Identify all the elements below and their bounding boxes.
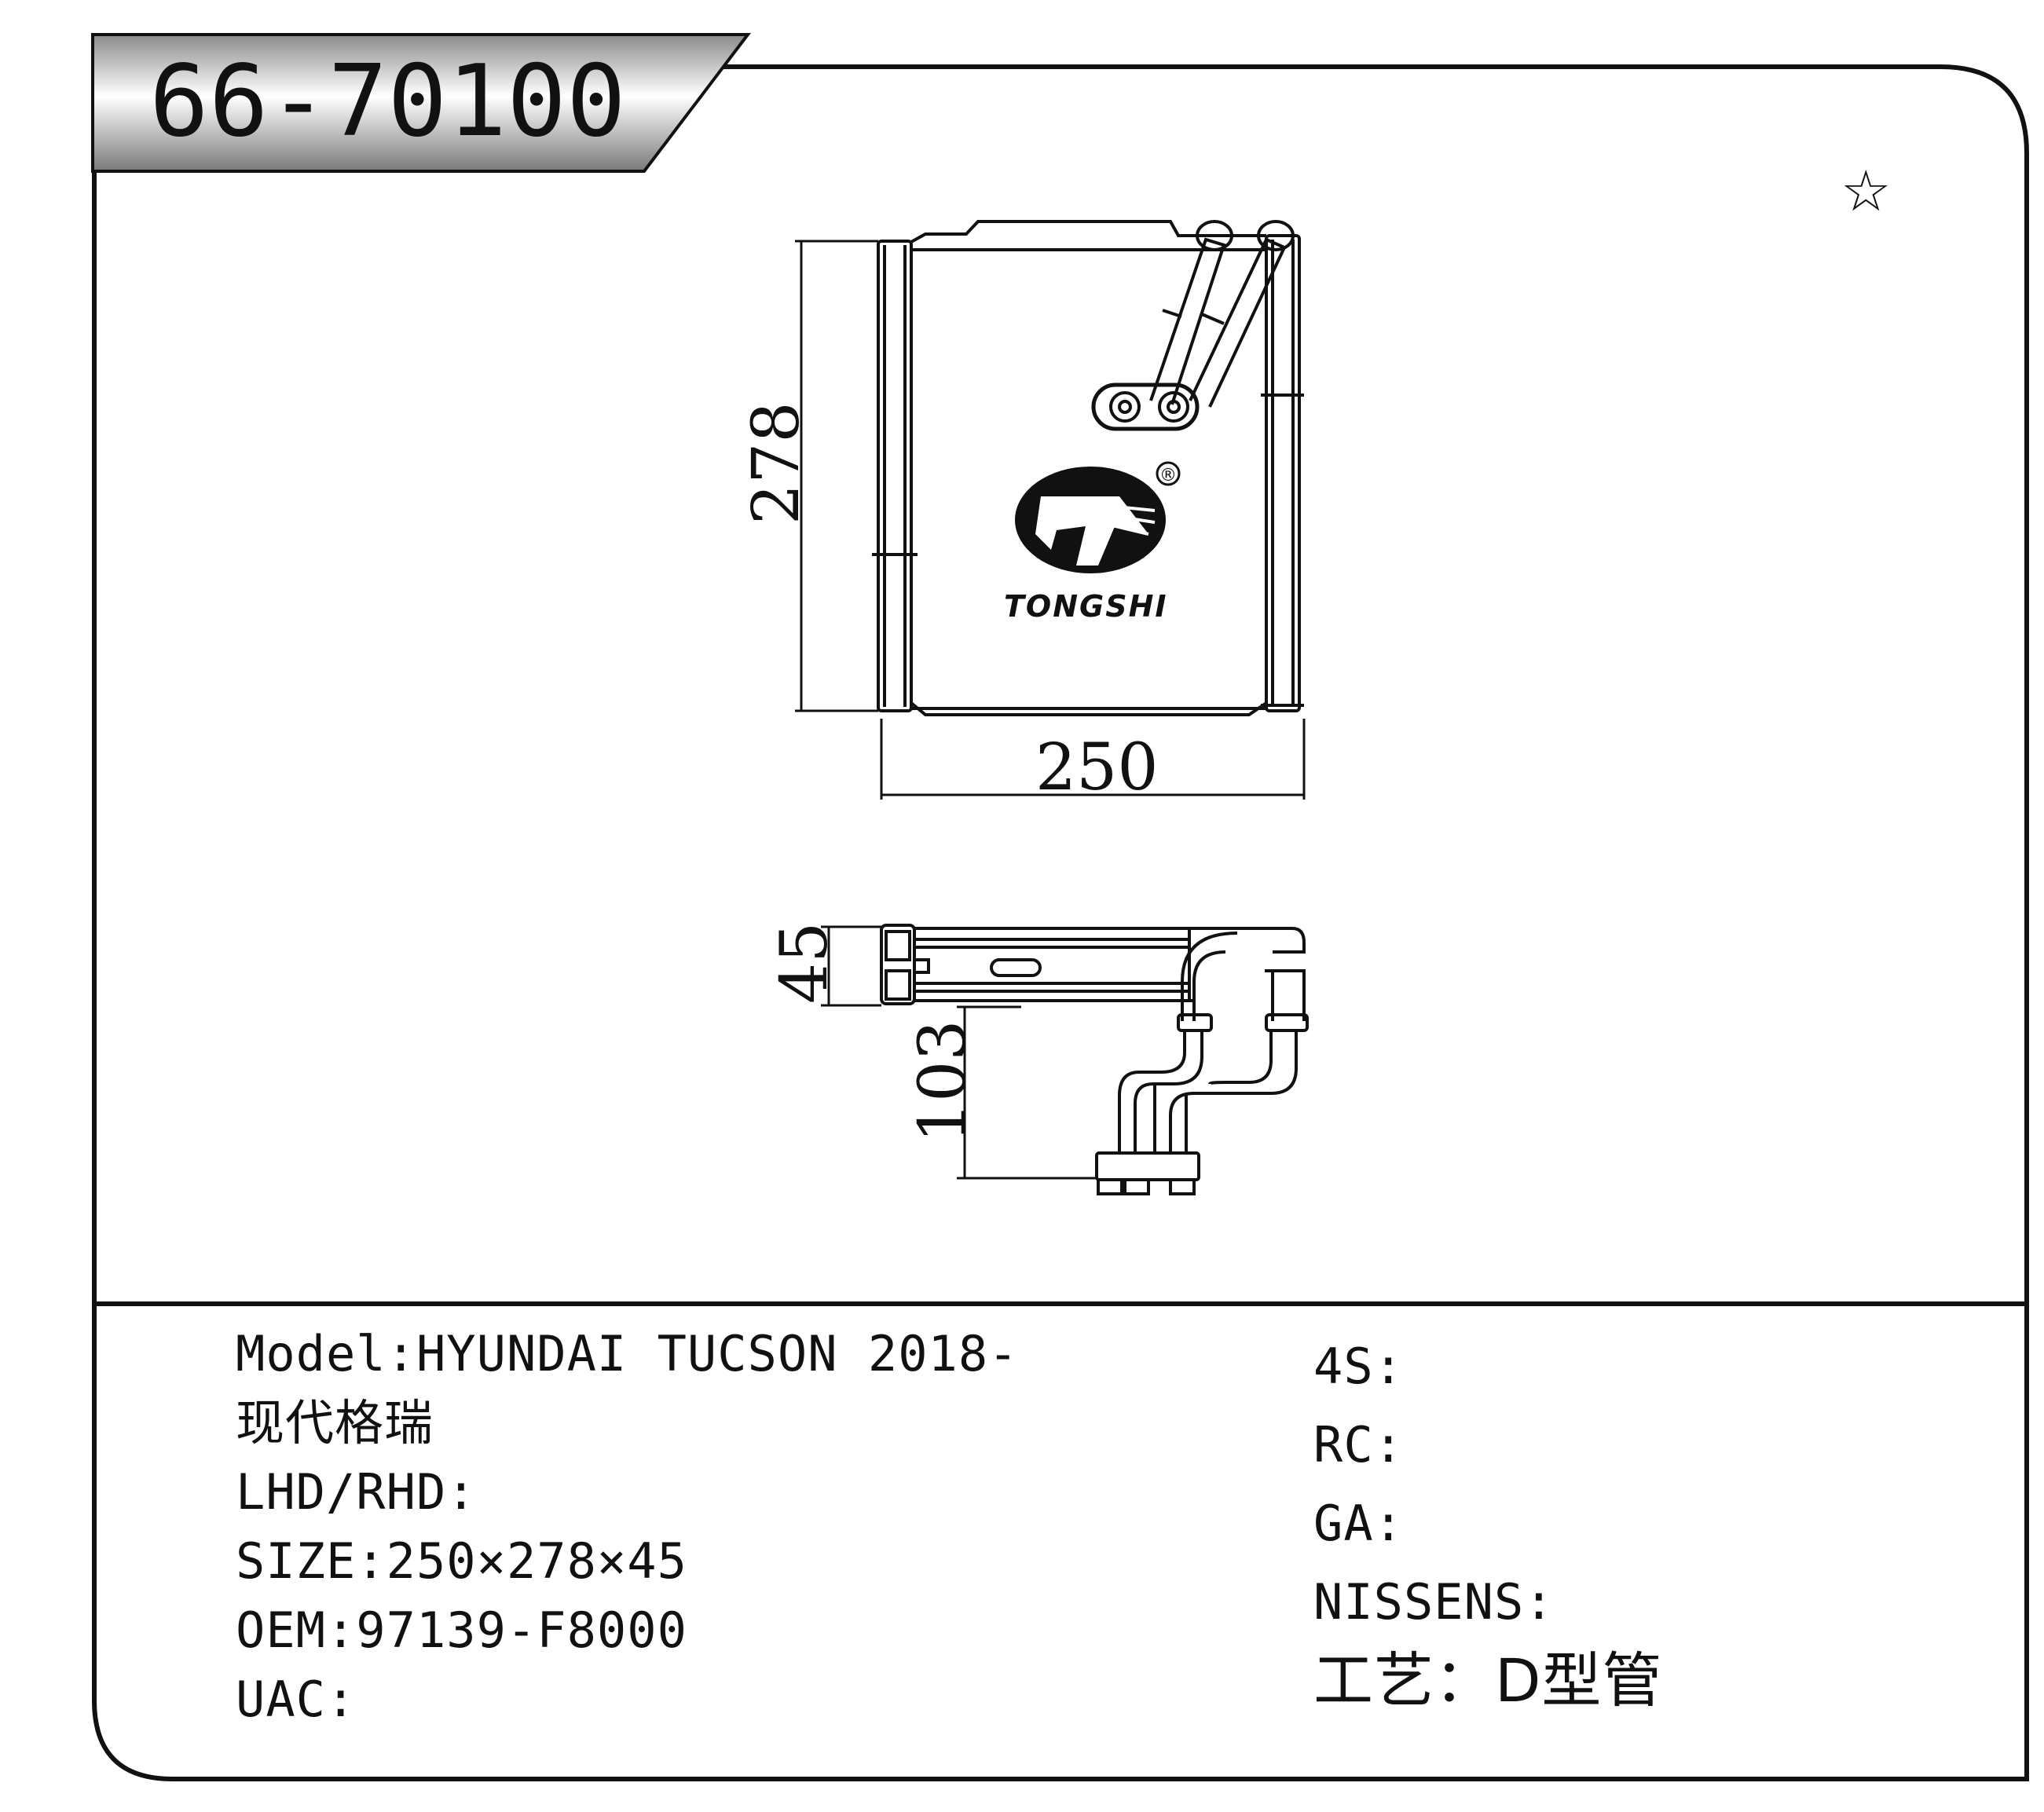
spec-size: SIZE:250×278×45 [236,1532,687,1590]
height-dimension: 278 [739,401,814,525]
front-dimensions [795,240,1306,800]
specs-left: Model:HYUNDAI TUCSON 2018- 现代格瑞 LHD/RHD:… [236,1320,1019,1734]
depth-dimension: 45 [767,922,842,1004]
outer-frame [92,64,2029,1781]
brand-logo: ® TONGSHI [1004,461,1181,624]
spec-rc: RC: [1313,1416,1404,1473]
specs-right: 4S: RC: GA: NISSENS: 工艺：D型管 [1313,1327,1663,1720]
front-view [872,220,1304,716]
spec-drive-side: LHD/RHD: [236,1463,477,1521]
brand-name: TONGSHI [1004,589,1168,624]
front-pipes [1091,220,1295,431]
side-view [880,924,1309,1195]
registered-mark: ® [1159,466,1177,485]
spec-4s: 4S: [1313,1338,1404,1395]
star-icon: ☆ [1841,158,1892,224]
spec-model-cn: 现代格瑞 [236,1394,434,1451]
spec-process: 工艺：D型管 [1313,1645,1663,1715]
spec-uac: UAC: [236,1671,357,1728]
pipe-flange [1091,383,1200,431]
pipe-length-dimension: 103 [906,1019,980,1143]
spec-oem: OEM:97139-F8000 [236,1602,687,1659]
header-badge [91,33,752,173]
spec-model: Model:HYUNDAI TUCSON 2018- [236,1325,1019,1382]
part-number: 66-70100 [149,43,626,159]
width-dimension: 250 [1035,730,1159,805]
right-tank [1265,234,1301,712]
spec-nissens: NISSENS: [1313,1573,1555,1631]
side-dimensions [821,925,1097,1180]
top-plate [910,220,1266,243]
spec-ga: GA: [1313,1495,1404,1552]
left-tank [877,240,913,712]
